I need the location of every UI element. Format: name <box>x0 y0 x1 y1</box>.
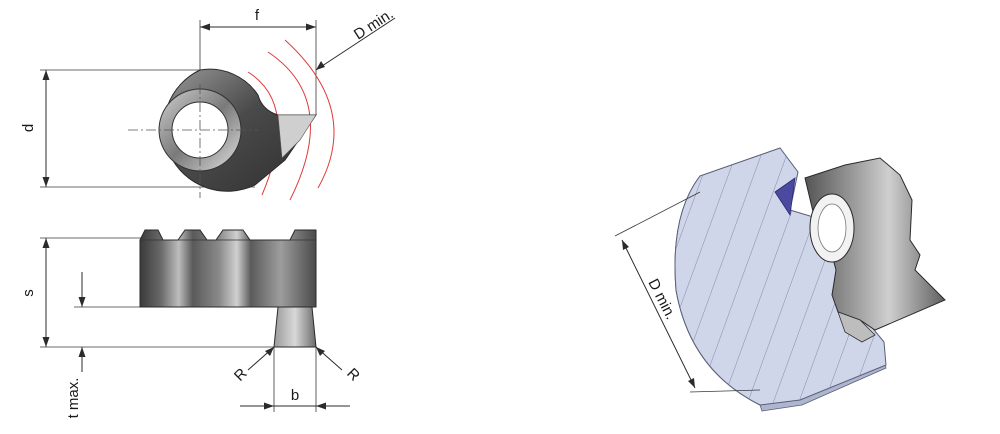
side-view: s t max. b R R <box>20 229 363 419</box>
3d-section-view: D min. <box>614 147 946 412</box>
section-hatch <box>675 148 886 405</box>
insert-3d-bore-inner <box>817 203 847 253</box>
d-min-3d-arrow-bottom <box>688 378 695 388</box>
b-arrow-left <box>264 402 274 410</box>
r-left-arrow <box>265 347 274 356</box>
s-arrow-bottom <box>42 337 50 347</box>
d-min-label-top: D min. <box>351 5 397 43</box>
b-arrow-right <box>316 402 326 410</box>
d-arrow-top <box>42 70 50 80</box>
d-min-label-3d: D min. <box>644 276 679 322</box>
radius-arc-outer <box>284 39 335 189</box>
d-label: d <box>20 124 37 132</box>
radius-arc-middle <box>267 51 311 201</box>
f-arrow-left <box>200 23 210 31</box>
s-arrow-top <box>42 238 50 248</box>
d-min-3d-extension-bottom <box>689 389 761 393</box>
f-label: f <box>255 7 260 24</box>
insert-3d-tip <box>837 311 876 343</box>
t-arrow-top <box>78 297 86 307</box>
t-arrow-bottom <box>78 347 86 357</box>
f-arrow-right <box>306 23 316 31</box>
d-min-3d-extension-top <box>614 191 701 237</box>
t-max-label: t max. <box>65 378 82 419</box>
groove-cut-accent <box>774 177 796 217</box>
d-arrow-bottom <box>42 177 50 187</box>
d-min-3d-dimension-line <box>621 239 696 389</box>
r-right-arrow <box>316 347 325 356</box>
insert-side-body <box>139 229 317 308</box>
r-right-label: R <box>343 365 363 385</box>
top-view: f d D min. <box>20 5 397 201</box>
s-label: s <box>20 289 37 297</box>
insert-cutting-tip <box>273 306 317 348</box>
d-min-leader <box>315 17 396 71</box>
r-left-label: R <box>231 365 251 385</box>
insert-cutting-edge <box>277 114 317 159</box>
d-min-arrow <box>316 61 325 70</box>
b-label: b <box>291 387 299 404</box>
d-min-3d-arrow-top <box>622 240 629 250</box>
